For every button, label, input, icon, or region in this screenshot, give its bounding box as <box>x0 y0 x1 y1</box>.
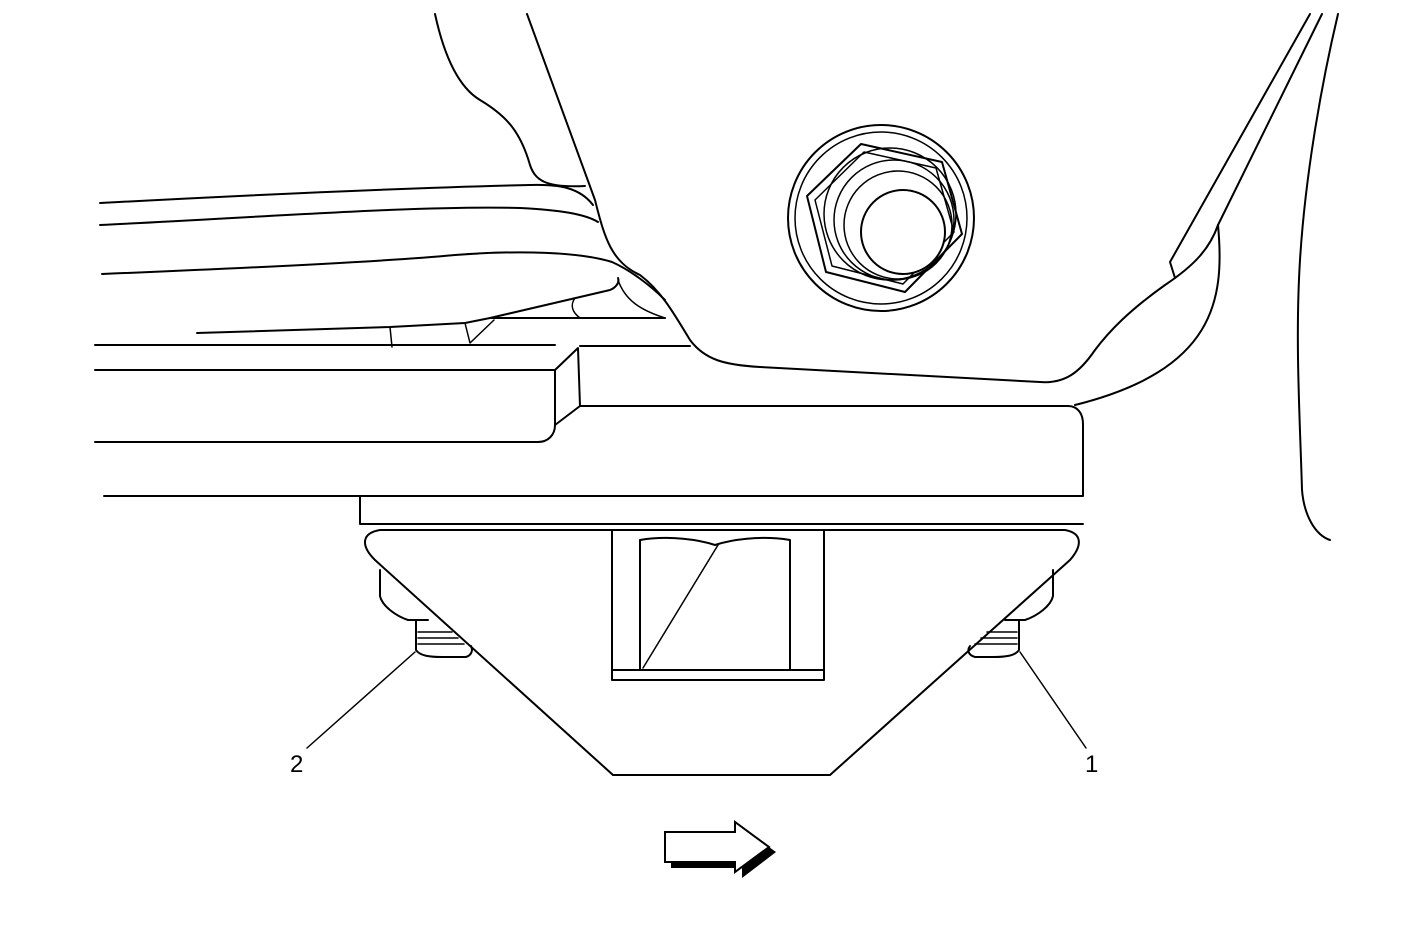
upper-bracket <box>434 13 1339 541</box>
fastener-1 <box>967 569 1054 658</box>
callout-1-leader <box>1019 651 1087 749</box>
callout-2-leader <box>306 651 416 749</box>
frame-rail <box>94 347 1084 497</box>
callout-2-label: 2 <box>290 751 303 778</box>
callout-1-label: 1 <box>1085 751 1098 778</box>
right-arrow-icon <box>664 820 776 878</box>
callout-1: 1 <box>1019 651 1098 778</box>
fastener-2 <box>379 569 473 658</box>
callout-2: 2 <box>290 651 416 778</box>
mount-bracket <box>359 495 1084 776</box>
mount-bolt <box>787 124 975 312</box>
crossmember-rails <box>94 183 691 348</box>
